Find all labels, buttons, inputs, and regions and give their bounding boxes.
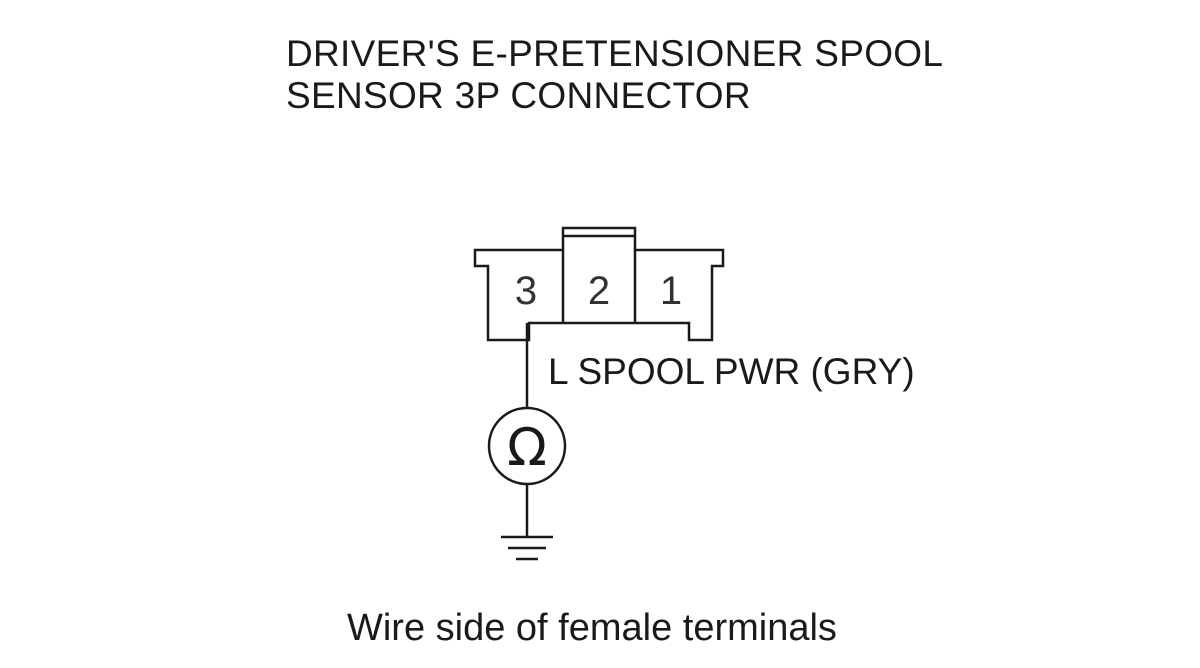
pin-number-1: 1 xyxy=(660,269,682,313)
connector-body xyxy=(473,226,725,342)
pin-number-3: 3 xyxy=(515,269,537,313)
ohm-symbol: Ω xyxy=(507,418,547,478)
diagram-caption: Wire side of female terminals xyxy=(347,607,837,649)
title-line-1: DRIVER'S E-PRETENSIONER SPOOL xyxy=(286,33,944,74)
diagram-title: DRIVER'S E-PRETENSIONER SPOOL SENSOR 3P … xyxy=(286,33,943,117)
pin-number-2: 2 xyxy=(588,269,610,313)
wire-label: L SPOOL PWR (GRY) xyxy=(548,351,915,392)
title-line-2: SENSOR 3P CONNECTOR xyxy=(286,75,751,116)
ground-symbol-icon xyxy=(501,535,553,561)
